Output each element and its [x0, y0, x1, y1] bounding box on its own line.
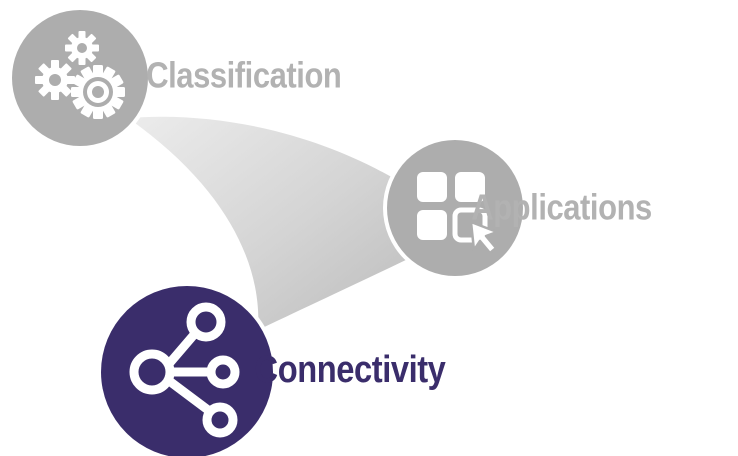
- flow-connector: [128, 116, 410, 331]
- classification-node: [8, 6, 152, 150]
- applications-label: Applications: [471, 188, 652, 228]
- app-grid-cursor-icon: [417, 172, 499, 255]
- applications-node: [383, 136, 527, 280]
- gears-icon: [35, 31, 125, 119]
- classification-label: Classification: [146, 56, 341, 96]
- connectivity-node: [97, 282, 277, 456]
- connectivity-label: Connectivity: [255, 348, 447, 391]
- share-network-icon: [129, 302, 240, 438]
